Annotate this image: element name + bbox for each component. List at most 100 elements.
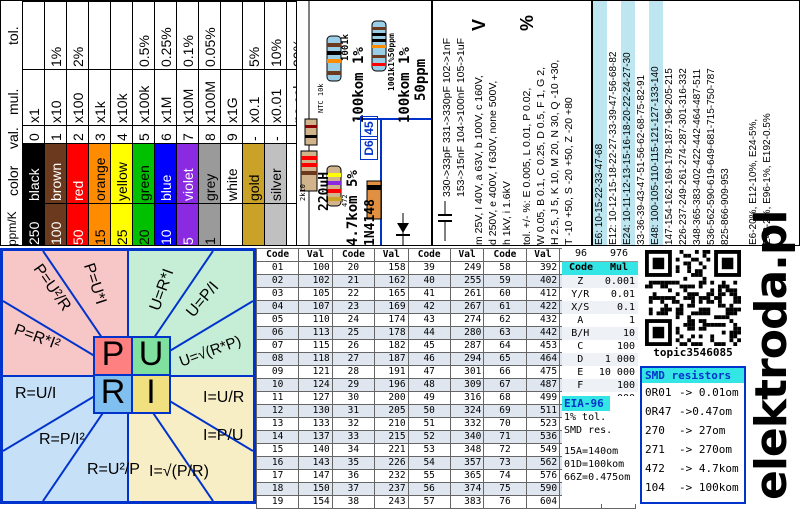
color-cell-color: green: [133, 143, 154, 203]
eia-code-cell: 10: [255, 378, 300, 392]
color-cell-ppm: 15: [89, 203, 110, 245]
multiplier-value: 10 000: [598, 367, 635, 378]
eia-code-cell: 41: [407, 287, 451, 301]
smd-value: ->0.47om: [679, 405, 732, 418]
color-cell-ppm: [221, 203, 242, 245]
eia-value-cell: 205: [374, 404, 409, 418]
color-cell-text: -: [268, 136, 284, 141]
eia-value-cell: 255: [449, 274, 485, 288]
eia-code-cell: 69: [483, 404, 527, 418]
eia-value-cell: 178: [374, 326, 409, 340]
color-cell-text: x100k: [136, 85, 152, 123]
color-cell-val: 7: [177, 125, 198, 143]
center-r: R: [100, 373, 126, 411]
header-color: color: [5, 165, 21, 196]
multiplier-code: D: [577, 354, 584, 365]
multiplier-header-mul: Mul: [609, 262, 629, 273]
multiplier-code: B/H: [571, 328, 590, 339]
capacitor-codes-panel: 330->33pF 331->330pF 102->1nF 153->15nF …: [432, 0, 592, 246]
eia-code-cell: 11: [255, 391, 300, 405]
color-cell-text: 5: [136, 133, 152, 141]
eia-code-cell: 73: [483, 456, 527, 470]
smd-row: 104-> 100kom: [642, 478, 744, 497]
center-i: I: [146, 373, 156, 411]
color-cell-text: x10: [48, 100, 64, 123]
eia-code-cell: 37: [331, 482, 376, 496]
eia-code-cell: 04: [255, 300, 300, 314]
smd-code: 271: [645, 443, 665, 456]
color-cell-val: 8: [199, 125, 220, 143]
color-cell-text: 5%: [246, 46, 262, 67]
color-cell-text: 15: [92, 229, 108, 245]
eia-code-cell: 34: [331, 443, 376, 457]
formula-r-u2p: R=U²/P: [87, 461, 140, 478]
eia-value-cell: 105: [298, 287, 333, 301]
cap-code-line-2: 153->15nF 104->100nF 105->1uF: [455, 37, 467, 197]
eia-code-cell: 44: [407, 326, 451, 340]
smd-value: -> 100kom: [679, 481, 739, 494]
eia-value-cell: 274: [449, 313, 485, 327]
eia-code-cell: 27: [331, 352, 376, 366]
eia-value-cell: 215: [374, 430, 409, 444]
color-cell-text: 1%: [48, 46, 64, 67]
color-cell-color: white: [221, 143, 242, 203]
eia-code-cell: 39: [407, 261, 451, 275]
qr-code-icon[interactable]: [645, 250, 741, 346]
smd-code: 270: [645, 424, 665, 437]
eia-code-cell: 03: [255, 287, 300, 301]
color-cell-text: -: [246, 136, 262, 141]
eia-code-cell: 23: [331, 300, 376, 314]
color-cell-text: x10k: [114, 93, 130, 123]
color-cell-text: 1: [202, 237, 218, 245]
smd-value: -> 0.01om: [679, 386, 739, 399]
eia-value-cell: 154: [298, 495, 333, 509]
eia-value-cell: 150: [298, 482, 333, 496]
eia-code-cell: 32: [331, 417, 376, 431]
multiplier-top-code: 96: [574, 248, 588, 259]
eia-value-cell: 392: [525, 261, 561, 275]
eia-code-cell: 53: [407, 443, 451, 457]
color-cell-ppm: 5: [177, 203, 198, 245]
eia-code-cell: 76: [483, 495, 527, 509]
eia96-info-line-2: SMD res.: [564, 425, 613, 436]
tolerance-line-1: tol. +/- %: E 0.005, L 0.01, P 0.02,: [521, 87, 533, 245]
formula-i-ur: I=U/R: [203, 389, 245, 406]
resistor-drawings: [300, 1, 431, 245]
color-cell-ppm: 1: [199, 203, 220, 245]
color-cell-val: 5: [133, 125, 154, 143]
eia-code-cell: 45: [407, 339, 451, 353]
eia-value-cell: 147: [298, 469, 333, 483]
smd-value: -> 27om: [679, 424, 726, 437]
tolerance-line-4: T -10 +50, S -20 +50, Z -20 +80: [563, 97, 575, 245]
eia-header-7: Val: [525, 248, 561, 262]
formula-r-pi2: R=P/I²: [39, 431, 85, 448]
header-val: val.: [5, 127, 21, 149]
voltage-line-2: d 250V, e 400V, f 630V, none 500V,: [487, 80, 499, 245]
color-cell-color: silver: [265, 143, 286, 203]
eia-code-cell: 61: [483, 300, 527, 314]
color-cell-tol: 1%: [45, 1, 66, 69]
smd-code: 472: [645, 462, 665, 475]
table-row: 1213031205503246951188806: [255, 404, 636, 418]
tolerance-line-3: H 2.5, J 5, K 10, M 20, N 30, Q -10 +30,: [549, 59, 561, 245]
color-cell-val: 2: [67, 125, 88, 143]
color-cell-text: 0.25%: [158, 27, 174, 67]
eia-code-cell: 22: [331, 287, 376, 301]
eia-header-0: Code: [255, 248, 300, 262]
color-cell-color: brown: [45, 143, 66, 203]
eia-code-cell: 49: [407, 391, 451, 405]
eia-header-3: Val: [374, 248, 409, 262]
header-tol: tol.: [5, 26, 21, 45]
eia-value-cell: 301: [449, 365, 485, 379]
eia-value-cell: 499: [525, 391, 561, 405]
eia-code-cell: 16: [255, 456, 300, 470]
eia-code-cell: 59: [483, 274, 527, 288]
eia-code-cell: 51: [407, 417, 451, 431]
